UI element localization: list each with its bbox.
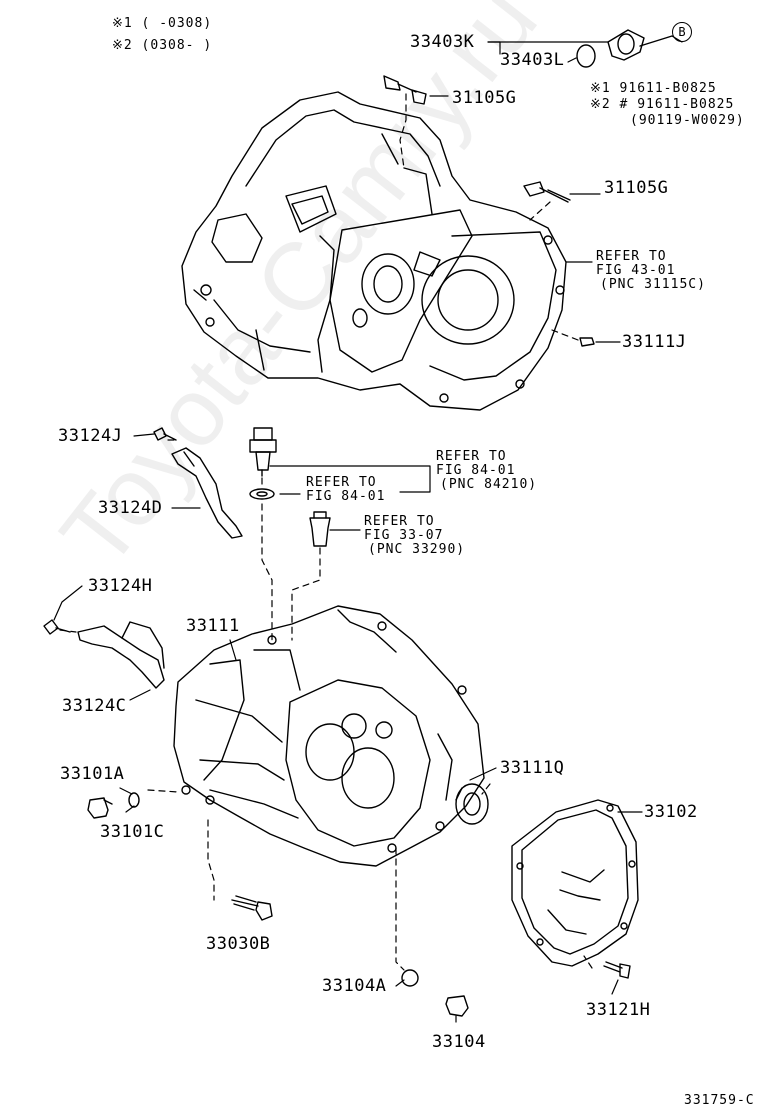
plug-33101a-drawing xyxy=(87,797,113,819)
bracket-33124c-drawing xyxy=(77,621,165,689)
ref-fig43-line3: (PNC 31115C) xyxy=(600,277,706,292)
label-31105g-upper: 31105G xyxy=(452,88,517,108)
bolt-33030b-drawing xyxy=(231,895,273,921)
leader-lines xyxy=(53,35,683,995)
label-33124d: 33124D xyxy=(98,498,163,518)
figure-id: 331759-C xyxy=(684,1093,755,1108)
label-90119: (90119-W0029) xyxy=(630,113,745,128)
label-33101a: 33101A xyxy=(60,764,125,784)
label-33104: 33104 xyxy=(432,1032,486,1052)
plug-drawing xyxy=(309,511,331,547)
case-cover-drawing xyxy=(511,799,639,967)
speed-sensor-drawing xyxy=(576,29,673,68)
bolt-31105g-upper-drawing xyxy=(383,75,427,105)
ref-fig43-line2: FIG 43-01 xyxy=(596,263,676,278)
label-33124c: 33124C xyxy=(62,696,127,716)
label-33403k: 33403K xyxy=(410,32,475,52)
gasket-33104a-drawing xyxy=(401,969,419,987)
label-33101c: 33101C xyxy=(100,822,165,842)
ref-fig43-line1: REFER TO xyxy=(596,249,667,264)
oil-seal-drawing xyxy=(455,783,489,825)
label-33102: 33102 xyxy=(644,802,698,822)
gasket-33101c-drawing xyxy=(128,792,140,808)
ref-fig33-line2: FIG 33-07 xyxy=(364,528,444,543)
label-33030b: 33030B xyxy=(206,934,271,954)
label-31105g-side: 31105G xyxy=(604,178,669,198)
bolt-33124h-drawing xyxy=(43,619,71,635)
ref-fig33-line3: (PNC 33290) xyxy=(368,542,466,557)
label-33111j: 33111J xyxy=(622,332,687,352)
transmission-case-drawing xyxy=(173,605,485,867)
label-33121h: 33121H xyxy=(586,1000,651,1020)
label-91611-note1: ※1 91611-B0825 xyxy=(590,81,717,96)
badge-b: B xyxy=(672,22,692,42)
pin-33111j-drawing xyxy=(579,337,595,347)
bolt-33121h-drawing xyxy=(603,961,631,979)
ref-fig84b-line2: FIG 84-01 xyxy=(306,489,386,504)
plug-33104-drawing xyxy=(445,995,469,1017)
bolt-31105g-side-drawing xyxy=(523,181,571,203)
label-33104a: 33104A xyxy=(322,976,387,996)
label-33124j: 33124J xyxy=(58,426,123,446)
clutch-housing-drawing xyxy=(181,91,567,411)
label-91611-note2: ※2 # 91611-B0825 xyxy=(590,97,735,112)
ref-fig33-line1: REFER TO xyxy=(364,514,435,529)
ref-fig84b-line1: REFER TO xyxy=(306,475,377,490)
assembly-lines xyxy=(59,93,593,1025)
label-33403l: 33403L xyxy=(500,50,565,70)
washer-drawing xyxy=(249,488,275,500)
label-33124h: 33124H xyxy=(88,576,153,596)
ref-fig84a-line1: REFER TO xyxy=(436,449,507,464)
sensor-switch-drawing xyxy=(249,427,277,477)
bolt-33124j-drawing xyxy=(153,427,177,441)
label-33111q: 33111Q xyxy=(500,758,565,778)
ref-fig84a-line2: FIG 84-01 xyxy=(436,463,516,478)
ref-fig84a-line3: (PNC 84210) xyxy=(440,477,538,492)
note-1: ※1 ( -0308) xyxy=(112,16,213,31)
label-33111: 33111 xyxy=(186,616,240,636)
bracket-33124d-drawing xyxy=(171,447,243,539)
note-2: ※2 (0308- ) xyxy=(112,38,213,53)
